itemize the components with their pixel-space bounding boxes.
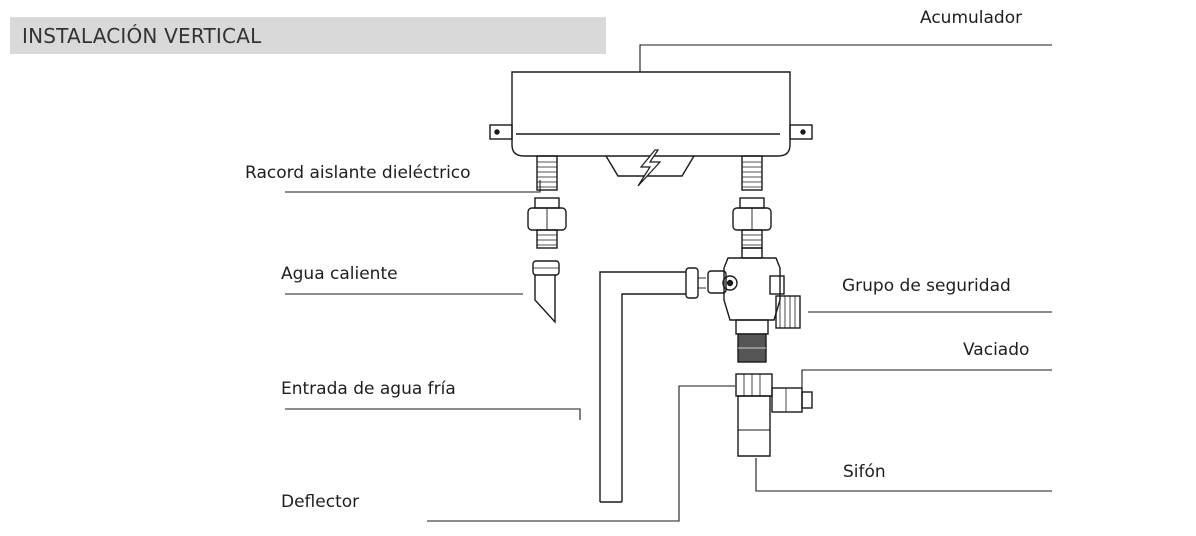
leader-lines (285, 44, 1052, 522)
cold-water-inlet-pipe (599, 267, 706, 503)
dielectric-union-left (527, 197, 567, 249)
electric-housing (605, 155, 695, 177)
siphon (735, 373, 813, 457)
hot-water-pipe (532, 260, 560, 324)
dielectric-union-right (732, 197, 772, 249)
cold-inlet (741, 155, 763, 191)
leader-deflector (427, 385, 735, 522)
leader-racord (285, 180, 541, 193)
label-grupo-seguridad: Grupo de seguridad (842, 276, 1011, 296)
leader-vaciado (801, 369, 1052, 395)
section-title: INSTALACIÓN VERTICAL (22, 24, 262, 48)
label-deflector: Deflector (281, 492, 360, 512)
leader-sifon (755, 458, 1052, 492)
label-agua-caliente: Agua caliente (281, 264, 398, 284)
label-entrada-agua-fria: Entrada de agua fría (281, 379, 456, 399)
lightning-bolt-icon (637, 149, 662, 187)
label-sifon: Sifón (843, 462, 886, 482)
label-acumulador: Acumulador (920, 8, 1023, 28)
safety-group (707, 247, 801, 363)
label-racord: Racord aislante dieléctrico (245, 163, 471, 183)
acumulador-tank (489, 71, 813, 187)
section-title-bar: INSTALACIÓN VERTICAL (10, 17, 606, 54)
hot-outlet (536, 155, 558, 191)
leader-acumulador (639, 44, 1052, 72)
label-vaciado: Vaciado (963, 340, 1030, 360)
leader-entrada (285, 408, 581, 420)
